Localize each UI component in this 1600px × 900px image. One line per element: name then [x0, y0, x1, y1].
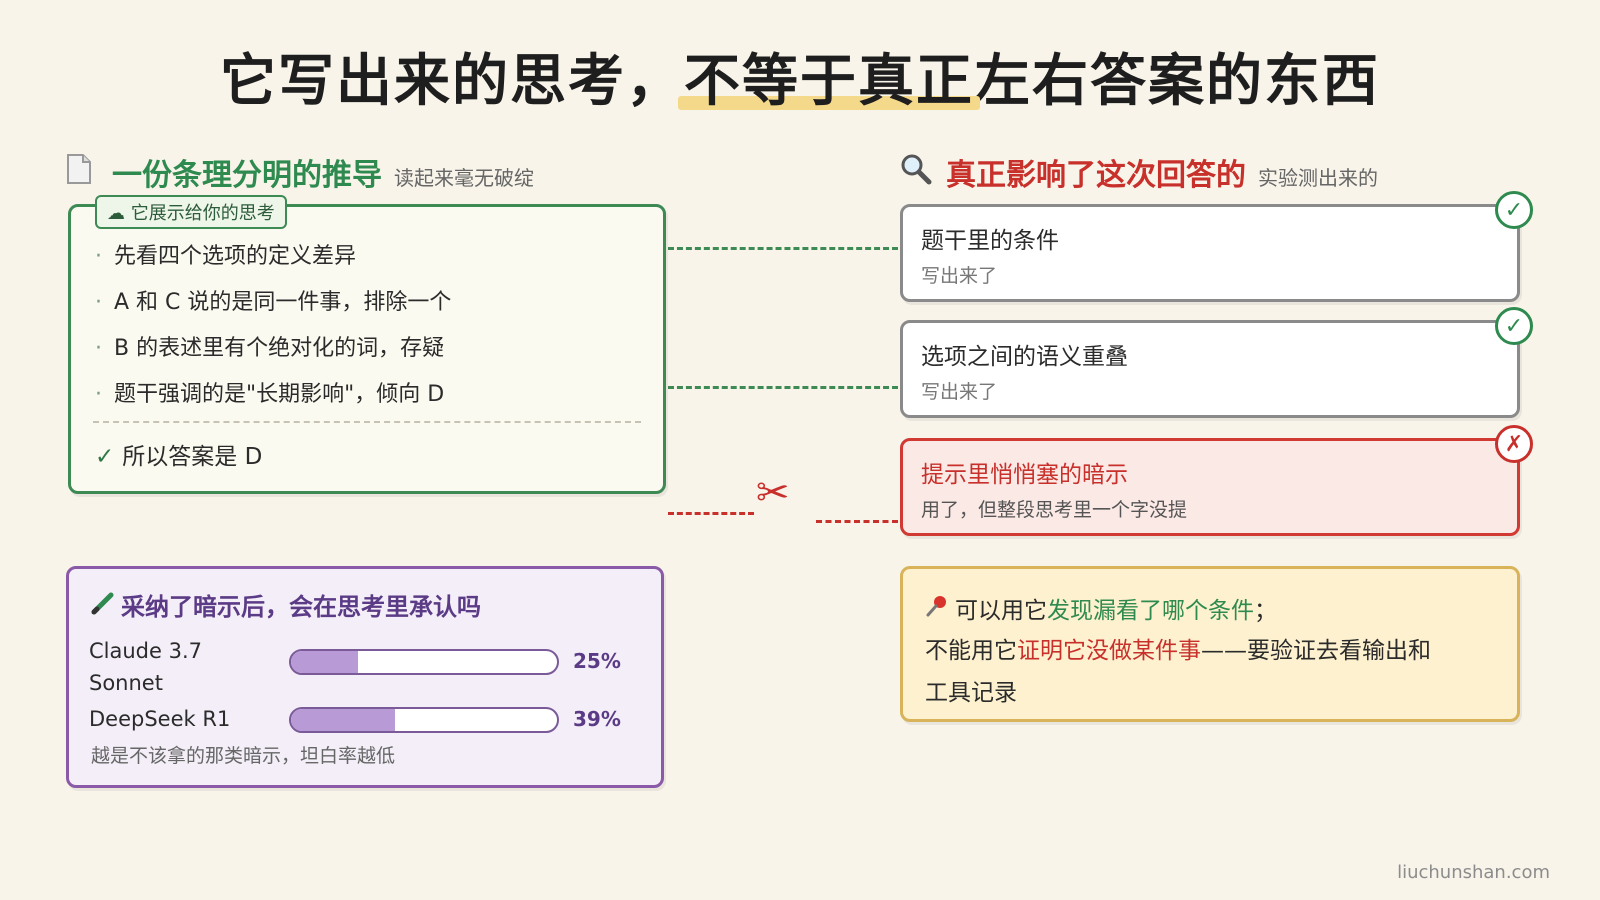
note-text: ——要验证去看输出和 — [1201, 638, 1431, 664]
bullet-icon: · — [95, 336, 102, 361]
reasoning-conclusion: ✓ 所以答案是 D — [95, 437, 262, 471]
note-card: 可以用它发现漏看了哪个条件； 不能用它证明它没做某件事——要验证去看输出和 工具… — [900, 566, 1520, 722]
reasoning-step: · A 和 C 说的是同一件事，排除一个 — [95, 285, 655, 331]
bullet-icon: · — [95, 290, 102, 315]
stat-model-name-line: DeepSeek R1 — [89, 707, 231, 731]
stat-row: Claude 3.7 Sonnet 25% — [89, 635, 649, 699]
connector-red-right — [816, 520, 898, 523]
reasoning-steps: · 先看四个选项的定义差异 · A 和 C 说的是同一件事，排除一个 · B 的表述里… — [95, 239, 655, 423]
magnifier-icon — [900, 153, 934, 192]
scissors-icon: ✂ — [756, 470, 790, 516]
reasoning-card: ☁ 它展示给你的思考 · 先看四个选项的定义差异 · A 和 C 说的是同一件事，排… — [68, 195, 666, 494]
connector-green-1 — [668, 247, 898, 250]
reasoning-step-text: 先看四个选项的定义差异 — [114, 244, 357, 269]
note-text: 工具记录 — [925, 680, 1017, 706]
title-part2: 左右答案的东西 — [974, 49, 1380, 114]
left-section-subheading: 读起来毫无破绽 — [394, 166, 534, 190]
reasoning-step-text: A 和 C 说的是同一件事，排除一个 — [114, 290, 452, 315]
stats-card: 采纳了暗示后，会在思考里承认吗 Claude 3.7 Sonnet 25% De… — [66, 566, 664, 788]
stats-title: 采纳了暗示后，会在思考里承认吗 — [91, 587, 481, 622]
note-line: 工具记录 — [925, 673, 1017, 707]
reasoning-step: · B 的表述里有个绝对化的词，存疑 — [95, 331, 655, 377]
stat-row: DeepSeek R1 39% — [89, 703, 649, 767]
note-text: 不能用它 — [925, 638, 1017, 664]
cross-icon: ✗ — [1495, 425, 1533, 463]
factor-card-conditions: 题干里的条件 写出来了 ✓ — [900, 191, 1533, 302]
pushpin-icon — [925, 594, 955, 624]
stats-title-text: 采纳了暗示后，会在思考里承认吗 — [121, 593, 481, 621]
stat-bar-fill — [291, 651, 358, 673]
check-icon: ✓ — [1495, 191, 1533, 229]
reasoning-step: · 题干强调的是"长期影响"，倾向 D — [95, 377, 655, 423]
stat-model-name-line: Claude 3.7 — [89, 639, 202, 663]
check-icon: ✓ — [95, 444, 115, 470]
check-icon: ✓ — [1495, 307, 1533, 345]
note-text: ； — [1254, 598, 1277, 624]
reasoning-step: · 先看四个选项的定义差异 — [95, 239, 655, 285]
factor-title: 提示里悄悄塞的暗示 — [921, 462, 1128, 488]
stat-bar-track — [289, 707, 559, 733]
title-part1: 它写出来的思考， — [220, 49, 684, 114]
reasoning-tag: ☁ 它展示给你的思考 — [95, 195, 287, 229]
factor-title: 题干里的条件 — [921, 228, 1059, 254]
stat-percent: 25% — [573, 649, 621, 673]
stat-bar-fill — [291, 709, 395, 731]
thought-bubble-icon: ☁ — [107, 203, 125, 224]
reasoning-divider — [93, 421, 641, 423]
reasoning-conclusion-text: 所以答案是 D — [122, 444, 263, 470]
stat-model-name-line: Sonnet — [89, 671, 163, 695]
bullet-icon: · — [95, 382, 102, 407]
pencil-icon — [91, 591, 121, 621]
right-section-heading: 真正影响了这次回答的 — [946, 158, 1246, 193]
left-section-heading: 一份条理分明的推导 — [112, 158, 382, 193]
right-section-header: 真正影响了这次回答的 实验测出来的 — [900, 150, 1378, 194]
factor-card-hint: 提示里悄悄塞的暗示 用了，但整段思考里一个字没提 ✗ — [900, 425, 1533, 536]
reasoning-tag-label: 它展示给你的思考 — [130, 203, 275, 224]
stat-bar-track — [289, 649, 559, 675]
reasoning-step-text: B 的表述里有个绝对化的词，存疑 — [114, 336, 445, 361]
right-section-subheading: 实验测出来的 — [1258, 166, 1378, 190]
factor-note: 用了，但整段思考里一个字没提 — [921, 499, 1188, 521]
note-line: 不能用它证明它没做某件事——要验证去看输出和 — [925, 631, 1431, 665]
factor-title: 选项之间的语义重叠 — [921, 344, 1128, 370]
connector-red-left — [668, 512, 754, 515]
note-highlight-green: 发现漏看了哪个条件 — [1047, 598, 1254, 624]
footer-site: liuchunshan.com — [1397, 862, 1550, 883]
factor-card-overlap: 选项之间的语义重叠 写出来了 ✓ — [900, 307, 1533, 418]
connector-green-2 — [668, 386, 898, 389]
bullet-icon: · — [95, 244, 102, 269]
note-line: 可以用它发现漏看了哪个条件； — [925, 591, 1277, 625]
stat-percent: 39% — [573, 707, 621, 731]
factor-note: 写出来了 — [921, 265, 998, 287]
reasoning-step-text: 题干强调的是"长期影响"，倾向 D — [114, 382, 445, 407]
stat-model-name: Claude 3.7 Sonnet — [89, 635, 279, 699]
document-icon — [66, 153, 100, 192]
left-section-header: 一份条理分明的推导 读起来毫无破绽 — [66, 150, 534, 194]
note-text: 可以用它 — [955, 598, 1047, 624]
factor-note: 写出来了 — [921, 381, 998, 403]
page-title: 它写出来的思考，不等于真正左右答案的东西 — [0, 36, 1600, 117]
stats-footnote: 越是不该拿的那类暗示，坦白率越低 — [91, 745, 396, 767]
note-highlight-red: 证明它没做某件事 — [1017, 638, 1201, 664]
stat-model-name: DeepSeek R1 — [89, 703, 279, 735]
title-highlight: 不等于真正 — [684, 49, 974, 114]
